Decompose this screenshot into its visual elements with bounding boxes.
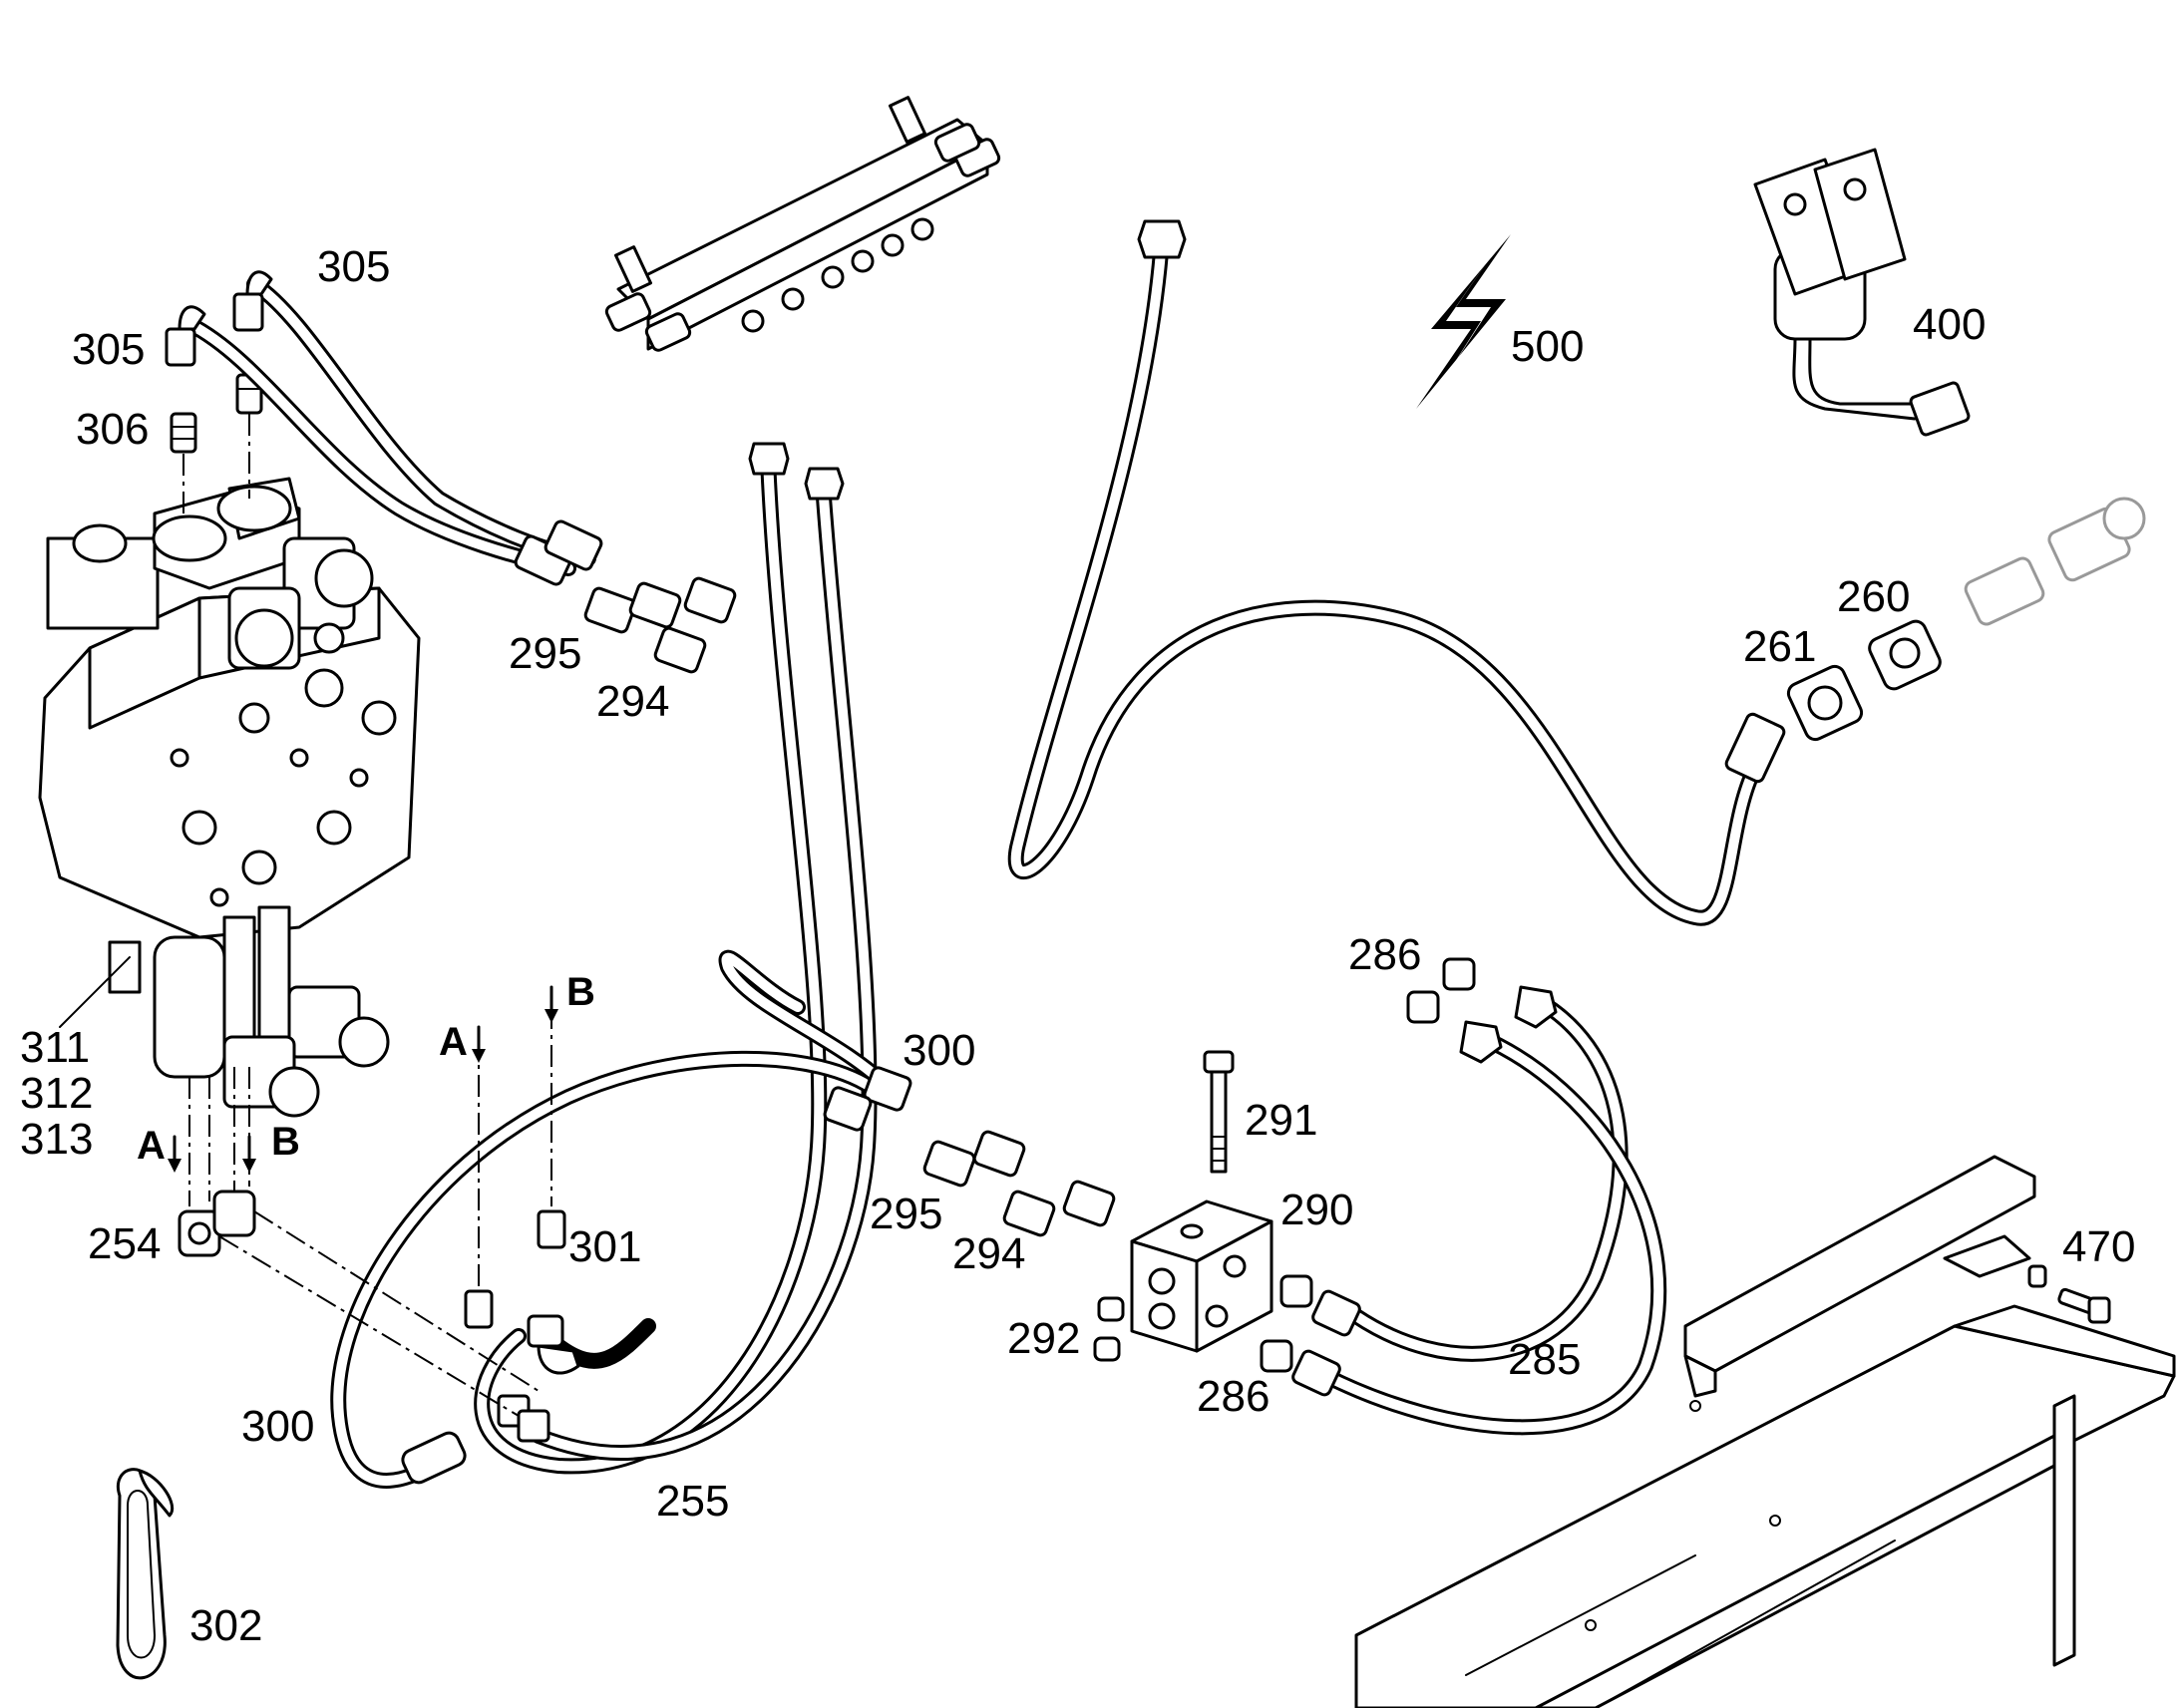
clamp-302[interactable]: [116, 1468, 175, 1680]
part-label-285: 285: [1508, 1335, 1581, 1384]
port-marker-b-mid: B: [566, 970, 595, 1014]
hoses-285[interactable]: [1291, 985, 1667, 1436]
swivel-fittings-261-260[interactable]: [1785, 497, 2146, 743]
hose-300-loop[interactable]: [330, 949, 912, 1489]
adapters-286[interactable]: [1260, 957, 1476, 1373]
plugs-292[interactable]: [1093, 1296, 1125, 1362]
part-label-260: 260: [1837, 572, 1910, 621]
part-label-255: 255: [656, 1477, 729, 1526]
adapters-295-294-mid[interactable]: [922, 1130, 1116, 1237]
fitting-306[interactable]: [170, 412, 197, 454]
part-label-295-mid: 295: [870, 1190, 942, 1238]
screw-470[interactable]: [2027, 1264, 2111, 1324]
part-label-292: 292: [1007, 1314, 1080, 1363]
part-label-300-right: 300: [903, 1026, 975, 1075]
part-label-305-top: 305: [317, 242, 390, 291]
part-label-254: 254: [88, 1219, 161, 1268]
part-label-302: 302: [189, 1601, 262, 1650]
manifold-rail[interactable]: [604, 96, 1001, 353]
bolt-291[interactable]: [1203, 1050, 1235, 1174]
elbow-fitting[interactable]: [497, 1314, 580, 1443]
part-label-294-top: 294: [596, 677, 669, 726]
part-label-305-left: 305: [72, 325, 145, 374]
long-hose-260[interactable]: [1007, 219, 1786, 926]
port-marker-b-left: B: [271, 1120, 300, 1164]
fitting-301[interactable]: [464, 1209, 566, 1329]
part-label-470: 470: [2062, 1222, 2135, 1271]
part-label-294-mid: 294: [952, 1229, 1025, 1278]
frame-bracket-470[interactable]: [1354, 1155, 2176, 1708]
control-valve-assembly[interactable]: [38, 477, 421, 1118]
port-marker-a-mid: A: [439, 1020, 468, 1064]
part-label-312: 312: [20, 1069, 93, 1118]
lightning-bolt-icon: [1416, 234, 1511, 409]
part-label-500: 500: [1511, 322, 1584, 371]
tee-fitting-254[interactable]: [178, 1190, 256, 1257]
adapters-295-294-top[interactable]: [583, 576, 737, 674]
part-label-286-top: 286: [1348, 930, 1421, 979]
port-marker-a-left: A: [137, 1124, 166, 1168]
arrow-markers: [168, 985, 558, 1173]
part-label-295-top: 295: [509, 629, 581, 678]
part-label-311: 311: [20, 1023, 90, 1072]
valve-block-290[interactable]: [1130, 1199, 1273, 1353]
part-label-301: 301: [568, 1222, 641, 1271]
solenoid-400[interactable]: [1753, 148, 1971, 437]
part-label-300-left: 300: [241, 1402, 314, 1451]
part-label-291: 291: [1245, 1096, 1317, 1145]
hose-305[interactable]: [165, 270, 603, 586]
part-label-290: 290: [1280, 1186, 1353, 1234]
part-label-400: 400: [1913, 300, 1986, 349]
part-label-261: 261: [1743, 622, 1816, 671]
part-label-286-bottom: 286: [1197, 1372, 1270, 1421]
part-label-306: 306: [76, 405, 149, 454]
hose-bundle-255[interactable]: [474, 442, 878, 1475]
part-label-313: 313: [20, 1115, 93, 1164]
